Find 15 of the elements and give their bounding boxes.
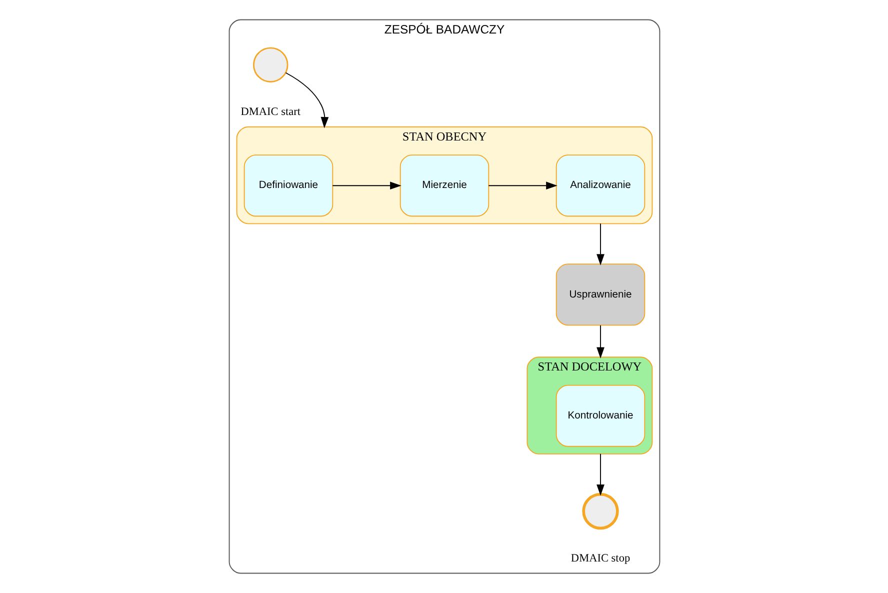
arrow xyxy=(596,324,604,359)
node-circle xyxy=(252,47,288,82)
arrow xyxy=(332,182,401,190)
node-box: Analizowanie xyxy=(555,154,645,217)
node-box: Kontrolowanie xyxy=(555,384,645,447)
arrow xyxy=(284,72,328,128)
node-label: DMAIC stop xyxy=(570,552,630,565)
node-circle xyxy=(582,492,618,530)
node-box: Mierzenie xyxy=(399,154,489,217)
node-box: Usprawnienie xyxy=(555,264,645,326)
node-label: DMAIC start xyxy=(240,106,300,118)
arrow xyxy=(596,223,604,266)
arrow xyxy=(488,182,557,190)
arrow xyxy=(596,453,604,496)
node-box: Definiowanie xyxy=(243,154,333,217)
